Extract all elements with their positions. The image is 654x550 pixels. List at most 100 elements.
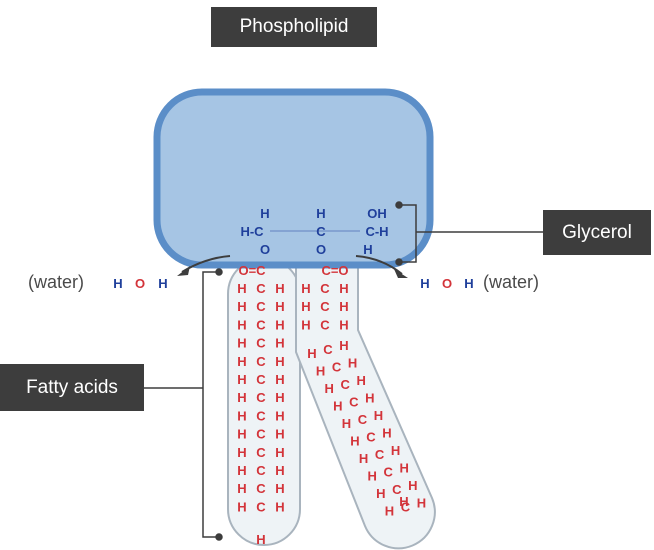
fatty-atom: H (350, 434, 359, 449)
water-right-atom: H (464, 276, 473, 291)
fatty-atom: H (237, 463, 246, 478)
fatty-atom: H (237, 372, 246, 387)
fatty-atom: C (375, 447, 385, 462)
glycerol-atom: C (316, 224, 326, 239)
fatty-atom: H (365, 391, 374, 406)
fatty-atom: H (275, 372, 284, 387)
water-left-arrow-head (177, 266, 190, 276)
fatty-atom: H (275, 463, 284, 478)
fatty-atom: H (391, 443, 400, 458)
glycerol-atom: C-H (365, 224, 388, 239)
fatty-atom: H (237, 427, 246, 442)
fatty-atom: C (320, 299, 330, 314)
fatty-atom: H (275, 445, 284, 460)
water-molecule-right: H O H (420, 276, 473, 291)
fatty-atom: C (256, 408, 266, 423)
fatty-atom: H (237, 281, 246, 296)
fatty-atom: C (366, 430, 376, 445)
fatty-atom: H (342, 416, 351, 431)
fatty-atom: C (323, 342, 333, 357)
fatty-atom: H (408, 478, 417, 493)
fatty-atom: H (275, 408, 284, 423)
fatty-atom: H (275, 499, 284, 514)
carbonyl-left: O=C (238, 263, 266, 278)
fatty-atom: H (275, 299, 284, 314)
fatty-atom: H (275, 427, 284, 442)
fatty-atom: C (256, 299, 266, 314)
fatty-atom: H (256, 532, 265, 547)
fatty-atom: H (339, 281, 348, 296)
fatty-atom: C (256, 445, 266, 460)
fatty-atom: H (417, 496, 426, 511)
fatty-atom: C (320, 281, 330, 296)
fatty-atom: H (237, 499, 246, 514)
fatty-atom: C (256, 463, 266, 478)
water-left-label: (water) (28, 272, 85, 292)
fatty-atom: C (256, 481, 266, 496)
fatty-acid-tail-right (295, 261, 436, 550)
fatty-atom: C (256, 354, 266, 369)
fatty-atom: H (237, 336, 246, 351)
fatty-atom: H (316, 364, 325, 379)
fatty-atom: C (320, 317, 330, 332)
water-left-atom: H (158, 276, 167, 291)
fatty-atom: H (237, 481, 246, 496)
water-right-atom: H (420, 276, 429, 291)
glycerol-atom: O (316, 242, 326, 257)
fatty-atom: H (368, 469, 377, 484)
water-left-atom: O (135, 276, 145, 291)
fatty-atom: H (333, 399, 342, 414)
fatty-atom: H (385, 504, 394, 519)
fatty-atom: C (332, 360, 342, 375)
fatty-atom: C (256, 427, 266, 442)
water-molecule-left: H O H (113, 276, 167, 291)
fatty-atom: C (256, 336, 266, 351)
fatty-atom: C (349, 395, 359, 410)
water-right-atom: O (442, 276, 452, 291)
glycerol-atom: H (363, 242, 372, 257)
fatty-atom: H (400, 461, 409, 476)
fatty-atom: H (382, 426, 391, 441)
fatty-atom: C (358, 412, 368, 427)
fatty-atom: H (359, 451, 368, 466)
fatty-atom: H (301, 317, 310, 332)
fatty-atom: H (237, 390, 246, 405)
fatty-atom: C (256, 499, 266, 514)
fatty-atom: H (275, 281, 284, 296)
fatty-atom: H (237, 299, 246, 314)
glycerol-label: Glycerol (543, 210, 651, 255)
fatty-atom: H (301, 299, 310, 314)
water-right-arrow (355, 255, 403, 275)
fatty-atom: H (237, 317, 246, 332)
fatty-atom: H (399, 494, 408, 509)
fatty-atom: H (237, 354, 246, 369)
fatty-atom: C (256, 390, 266, 405)
fatty-atom: C (256, 281, 266, 296)
fatty-atom: C (392, 482, 402, 497)
page-title: Phospholipid (211, 7, 377, 47)
fatty-atom: H (357, 373, 366, 388)
glycerol-bracket (395, 201, 543, 266)
glycerol-atom: H-C (240, 224, 264, 239)
fatty-atom: H (237, 408, 246, 423)
fatty-atom: H (275, 481, 284, 496)
fatty-atom: H (275, 317, 284, 332)
fatty-atom: H (348, 356, 357, 371)
fatty-acids-bracket (144, 268, 223, 541)
fatty-atom: H (275, 354, 284, 369)
fatty-atom: H (275, 390, 284, 405)
fatty-atom: H (301, 281, 310, 296)
glycerol-atom: O (260, 242, 270, 257)
fatty-atom: H (339, 299, 348, 314)
fatty-atom: H (275, 336, 284, 351)
water-right-label: (water) (483, 272, 540, 292)
fatty-atom: C (401, 500, 411, 515)
fatty-atom: C (256, 372, 266, 387)
phospholipid-head (153, 88, 434, 269)
fatty-atom: H (325, 381, 334, 396)
fatty-atom: H (339, 317, 348, 332)
fatty-atom: C (384, 465, 394, 480)
glycerol-atom: OH (367, 206, 387, 221)
